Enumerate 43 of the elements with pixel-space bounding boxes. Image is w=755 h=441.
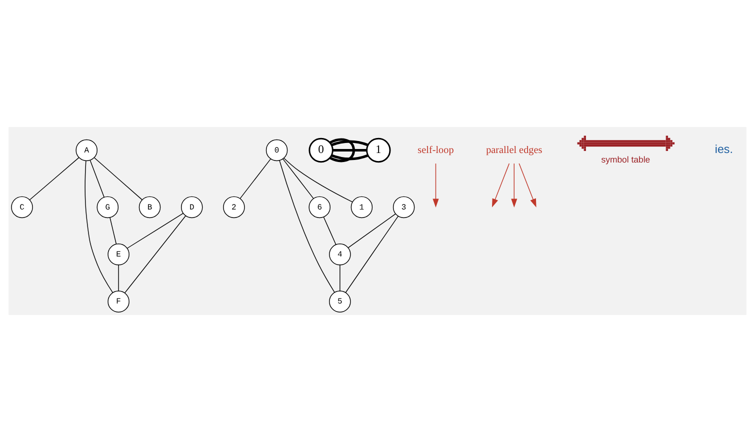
connector [118,264,119,291]
node-circle: 1 [350,196,373,218]
node-circle: 3 [392,196,415,218]
node-circle: B [138,196,161,218]
node-circle: 2 [223,196,245,218]
connector [331,140,368,146]
connector [240,158,272,198]
label: ies. [714,142,733,156]
connector [348,213,396,248]
connector [126,212,184,248]
node-text: self-loop [418,144,454,156]
connector [90,160,104,198]
node-circle: A [76,138,98,161]
node-circle: 4 [329,243,351,265]
node-circle: 5 [329,290,351,312]
node-text: parallel edges [486,144,542,156]
connector [282,158,314,198]
node-circle: 0 [308,137,334,162]
connector [330,138,355,162]
node-circle: D [180,196,203,218]
node-circle: 0 [266,138,288,161]
node-circle: C [11,196,33,218]
connector [345,215,398,292]
connector [94,156,143,200]
node-circle: 6 [308,196,330,218]
arrow [511,162,518,207]
node-circle: E [108,243,130,265]
node-circle: F [108,290,130,312]
arrow [432,162,439,207]
arrow [492,162,510,207]
label: symbol table [601,154,650,164]
connector [279,160,335,292]
connector [284,157,353,202]
connector [84,160,114,293]
connector [124,215,186,293]
connector [332,148,367,151]
connector [110,216,117,244]
node-circle: 1 [366,137,391,162]
connector [323,216,336,245]
connector [29,156,80,200]
connector [331,154,368,160]
node-circle: G [96,196,119,218]
arrow [518,162,536,207]
